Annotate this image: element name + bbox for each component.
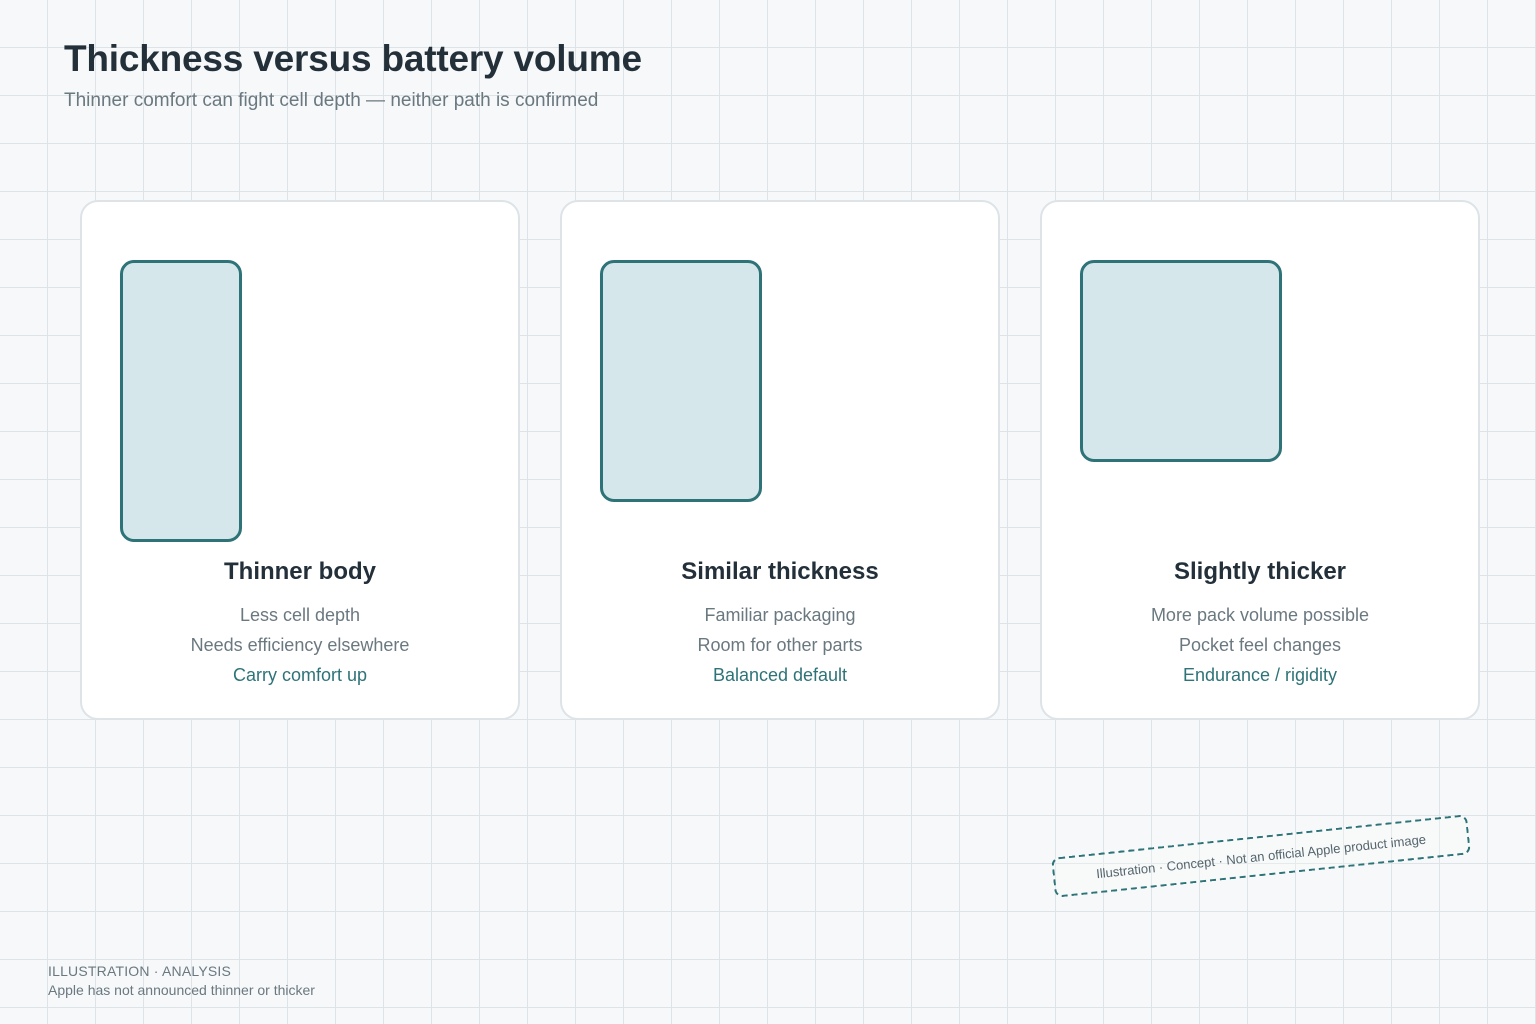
card-highlight: Balanced default [712, 665, 848, 685]
disclaimer-stamp: Illustration · Concept · Not an official… [1051, 814, 1471, 898]
option-card-similar: Similar thickness Familiar packaging Roo… [560, 200, 1000, 720]
phone-silhouette-medium [600, 260, 762, 502]
card-title: Thinner body [224, 558, 376, 585]
card-title: Slightly thicker [1173, 558, 1347, 585]
card-line: Familiar packaging [704, 605, 856, 625]
card-line: Pocket feel changes [1178, 635, 1342, 655]
phone-silhouette-thin [120, 260, 242, 542]
page-title: Thickness versus battery volume [64, 38, 642, 79]
footer-label: ILLUSTRATION · ANALYSIS [48, 963, 232, 979]
card-highlight: Carry comfort up [232, 665, 368, 685]
card-line: Needs efficiency elsewhere [190, 635, 410, 655]
card-title: Similar thickness [681, 558, 879, 585]
card-line: More pack volume possible [1150, 605, 1370, 625]
stamp-text: Illustration · Concept · Not an official… [1095, 831, 1427, 881]
card-highlight: Endurance / rigidity [1182, 665, 1338, 685]
card-line: Room for other parts [697, 635, 863, 655]
option-card-thicker: Slightly thicker More pack volume possib… [1040, 200, 1480, 720]
phone-silhouette-thick [1080, 260, 1282, 462]
card-line: Less cell depth [239, 605, 361, 625]
page-subtitle: Thinner comfort can fight cell depth — n… [64, 90, 599, 111]
footer-note: Apple has not announced thinner or thick… [48, 982, 315, 998]
option-card-thinner: Thinner body Less cell depth Needs effic… [80, 200, 520, 720]
